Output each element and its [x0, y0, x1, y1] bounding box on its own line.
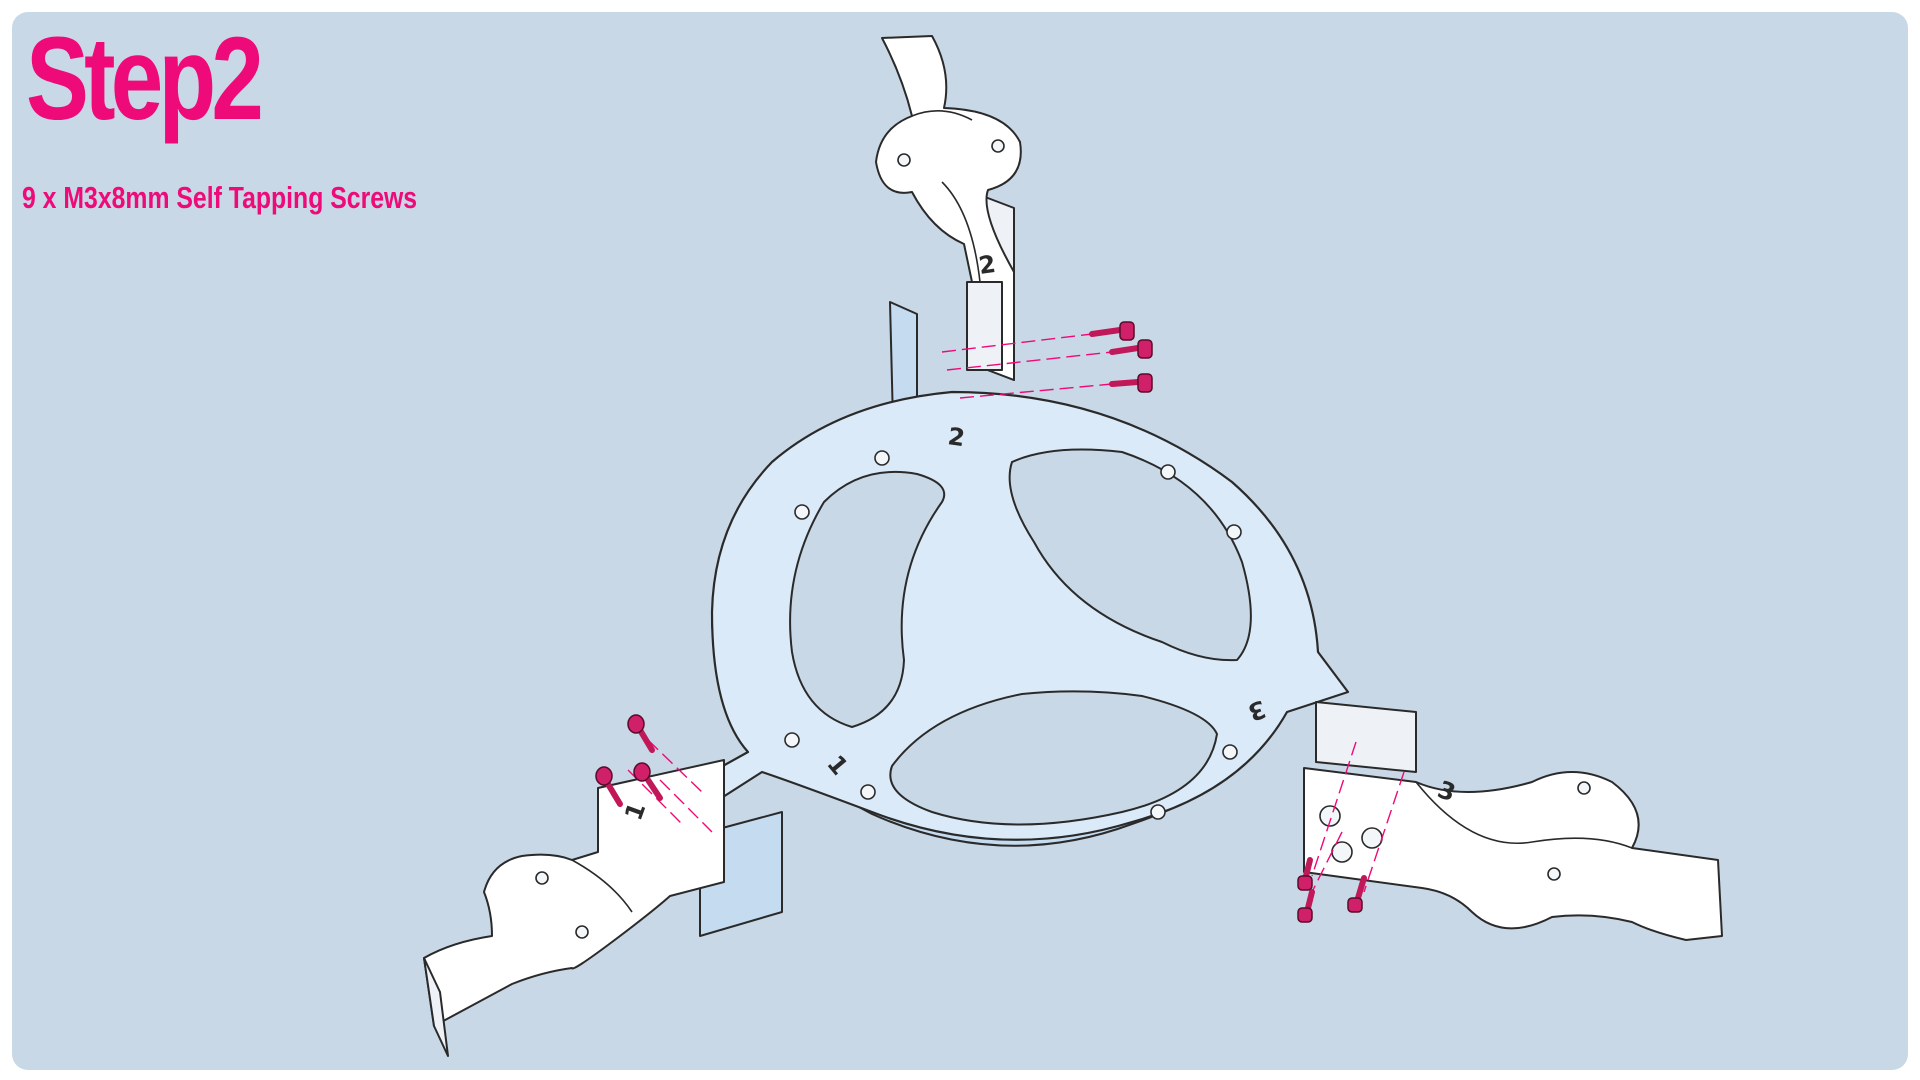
screw — [1109, 339, 1153, 359]
screw — [627, 714, 655, 753]
top-arm: 2 — [875, 35, 1022, 381]
right-arm: 3 — [1303, 701, 1723, 941]
mounting-plate: 2 1 3 — [710, 390, 1350, 847]
screw — [595, 766, 623, 807]
assembly-illustration: 2 2 1 3 — [423, 35, 1723, 1057]
arm-number-2: 2 — [977, 250, 997, 280]
plate-number-2: 2 — [946, 422, 966, 452]
screw — [1109, 373, 1153, 393]
left-arm: 1 — [423, 759, 725, 1057]
step-title: Step2 — [26, 13, 264, 145]
screw — [1297, 889, 1315, 923]
screw — [633, 762, 663, 801]
screw — [1089, 321, 1135, 341]
screws — [595, 321, 1367, 923]
screw — [1347, 875, 1367, 913]
diagram-panel: Step2 9 x M3x8mm Self Tapping Screws 2 — [12, 12, 1908, 1070]
step-subtitle: 9 x M3x8mm Self Tapping Screws — [22, 180, 418, 215]
screw — [1297, 857, 1313, 891]
